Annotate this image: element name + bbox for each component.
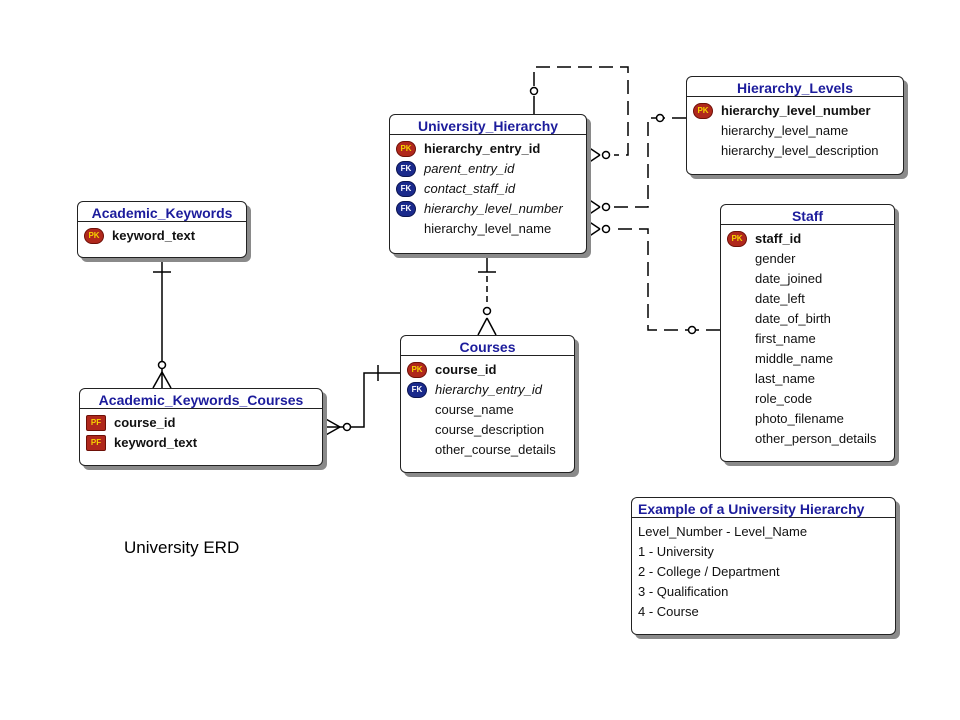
example-line: Level_Number - Level_Name (638, 524, 808, 539)
attribute-name: hierarchy_level_name (721, 123, 849, 138)
foreign-key-icon: FK (407, 382, 427, 398)
entity-title: Staff (721, 205, 894, 225)
attribute-row: FK parent_entry_id (390, 159, 586, 179)
attribute-row: hierarchy_level_description (687, 141, 903, 161)
attribute-name: hierarchy_level_name (424, 221, 552, 236)
primary-key-icon: PK (84, 228, 104, 244)
attribute-row: photo_filename (721, 409, 894, 429)
attribute-name: hierarchy_entry_id (435, 382, 542, 397)
foreign-key-icon: FK (396, 181, 416, 197)
attribute-name: hierarchy_level_description (721, 143, 879, 158)
attribute-name: date_left (755, 291, 805, 306)
attribute-row: date_left (721, 289, 894, 309)
attribute-name: course_description (435, 422, 545, 437)
attribute-row: first_name (721, 329, 894, 349)
attribute-name: other_person_details (755, 431, 877, 446)
primary-foreign-key-icon: PF (86, 415, 106, 431)
attribute-name: hierarchy_level_number (721, 103, 871, 118)
entity-university-hierarchy[interactable]: University_Hierarchy PK hierarchy_entry_… (389, 114, 587, 254)
attribute-name: other_course_details (435, 442, 556, 457)
rel-staff-to-hierarchy (587, 220, 720, 335)
primary-foreign-key-icon: PF (86, 435, 106, 451)
attribute-row: FK hierarchy_entry_id (401, 380, 574, 400)
attribute-row: date_joined (721, 269, 894, 289)
attribute-row: PK hierarchy_entry_id (390, 139, 586, 159)
example-title: Example of a University Hierarchy (632, 498, 895, 518)
attribute-name: parent_entry_id (424, 161, 515, 176)
attribute-row: PK course_id (401, 360, 574, 380)
attribute-row: FK hierarchy_level_number (390, 199, 586, 219)
attribute-row: course_name (401, 400, 574, 420)
entity-academic-keywords-courses[interactable]: Academic_Keywords_Courses PF course_id P… (79, 388, 323, 466)
attribute-row: PK hierarchy_level_number (687, 101, 903, 121)
rel-hierarchy-self (529, 66, 629, 164)
attribute-name: keyword_text (114, 435, 198, 450)
attribute-row: other_course_details (401, 440, 574, 460)
attribute-row: PK keyword_text (78, 226, 246, 246)
attribute-row: gender (721, 249, 894, 269)
attribute-name: photo_filename (755, 411, 844, 426)
attribute-name: gender (755, 251, 796, 266)
attribute-row: role_code (721, 389, 894, 409)
attribute-row: FK contact_staff_id (390, 179, 586, 199)
rel-courses-to-keywordcourses (323, 365, 400, 437)
attribute-row: hierarchy_level_name (390, 219, 586, 239)
attribute-name: date_joined (755, 271, 823, 286)
entity-title: University_Hierarchy (390, 115, 586, 135)
attribute-name: middle_name (755, 351, 834, 366)
attribute-row: last_name (721, 369, 894, 389)
attribute-name: staff_id (755, 231, 802, 246)
rel-keywords-to-keywordcourses (152, 258, 172, 389)
entity-academic-keywords[interactable]: Academic_Keywords PK keyword_text (77, 201, 247, 258)
entity-staff[interactable]: Staff PK staff_id gender date_joined dat… (720, 204, 895, 462)
primary-key-icon: PK (727, 231, 747, 247)
diagram-caption: University ERD (124, 538, 240, 557)
attribute-name: course_name (435, 402, 514, 417)
attribute-row: PF keyword_text (80, 433, 322, 453)
rel-hierarchy-to-courses (477, 254, 497, 336)
primary-key-icon: PK (407, 362, 427, 378)
attribute-row: PF course_id (80, 413, 322, 433)
foreign-key-icon: FK (396, 201, 416, 217)
attribute-row: hierarchy_level_name (687, 121, 903, 141)
attribute-name: hierarchy_entry_id (424, 141, 541, 156)
attribute-name: first_name (755, 331, 816, 346)
example-line: 2 - College / Department (638, 564, 780, 579)
entity-title: Academic_Keywords_Courses (80, 389, 322, 409)
attribute-name: hierarchy_level_number (424, 201, 563, 216)
attribute-row: middle_name (721, 349, 894, 369)
entity-title: Academic_Keywords (78, 202, 246, 222)
attribute-name: date_of_birth (755, 311, 831, 326)
attribute-name: keyword_text (112, 228, 196, 243)
foreign-key-icon: FK (396, 161, 416, 177)
example-line: 3 - Qualification (638, 584, 729, 599)
attribute-name: role_code (755, 391, 813, 406)
example-line: 1 - University (638, 544, 714, 559)
attribute-name: last_name (755, 371, 815, 386)
example-hierarchy-box: Example of a University Hierarchy Level_… (631, 497, 896, 635)
attribute-row: course_description (401, 420, 574, 440)
attribute-row: date_of_birth (721, 309, 894, 329)
attribute-name: contact_staff_id (424, 181, 516, 196)
attribute-name: course_id (114, 415, 176, 430)
attribute-row: PK staff_id (721, 229, 894, 249)
entity-title: Courses (401, 336, 574, 356)
example-line: 4 - Course (638, 604, 699, 619)
rel-levels-to-hierarchy (587, 113, 686, 216)
entity-title: Hierarchy_Levels (687, 77, 903, 97)
primary-key-icon: PK (396, 141, 416, 157)
entity-courses[interactable]: Courses PK course_id FK hierarchy_entry_… (400, 335, 575, 473)
entity-hierarchy-levels[interactable]: Hierarchy_Levels PK hierarchy_level_numb… (686, 76, 904, 175)
attribute-row: other_person_details (721, 429, 894, 449)
primary-key-icon: PK (693, 103, 713, 119)
attribute-name: course_id (435, 362, 497, 377)
